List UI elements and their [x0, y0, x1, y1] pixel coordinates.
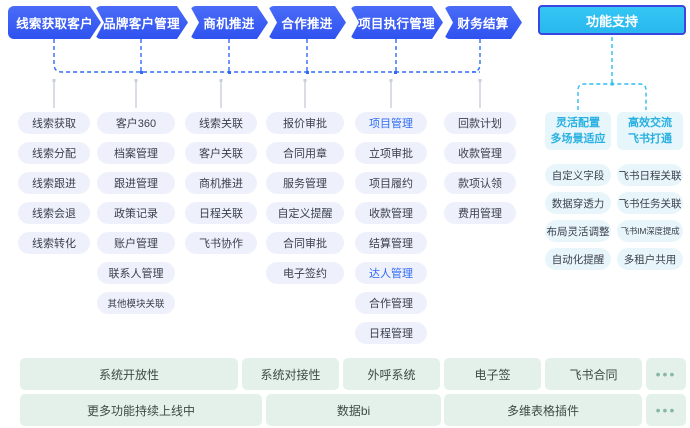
capability-box[interactable]: 系统开放性 — [20, 358, 238, 390]
capability-box[interactable]: 系统对接性 — [242, 358, 339, 390]
stage-5[interactable]: 项目执行管理 — [350, 6, 443, 39]
capability-box[interactable]: 飞书合同 — [545, 358, 642, 390]
stage-label: 合作推进 — [281, 17, 333, 31]
stage-label: 线索获取客户 — [16, 17, 93, 31]
feature-pill[interactable]: 项目履约 — [355, 172, 427, 194]
feature-pill[interactable]: 服务管理 — [266, 172, 344, 194]
support-pill[interactable]: 飞书IM深度提成 — [617, 220, 683, 242]
support-pill[interactable]: 多租户共用 — [617, 248, 683, 270]
support-pill[interactable]: 自动化提醒 — [545, 248, 611, 270]
capability-box[interactable]: 多维表格插件 — [444, 394, 642, 426]
feature-pill[interactable]: 线索跟进 — [18, 172, 90, 194]
capability-label: 系统对接性 — [260, 367, 321, 382]
feature-pill[interactable]: 线索关联 — [185, 112, 257, 134]
more-button[interactable]: ••• — [646, 358, 686, 390]
feature-pill[interactable]: 电子签约 — [266, 262, 344, 284]
more-button[interactable]: ••• — [646, 394, 686, 426]
feature-pill[interactable]: 客户360 — [97, 112, 175, 134]
feature-pill[interactable]: 费用管理 — [444, 202, 516, 224]
support-card-line2: 多场景适应 — [550, 133, 606, 145]
stage-6[interactable]: 财务结算 — [444, 6, 522, 39]
feature-pill[interactable]: 合同用章 — [266, 142, 344, 164]
stage-label: 项目执行管理 — [358, 17, 435, 31]
support-card-line1: 灵活配置 — [556, 117, 600, 129]
feature-pill[interactable]: 档案管理 — [97, 142, 175, 164]
feature-pill[interactable]: 合作管理 — [355, 292, 427, 314]
feature-pill[interactable]: 政策记录 — [97, 202, 175, 224]
feature-pill[interactable]: 款项认领 — [444, 172, 516, 194]
support-pill[interactable]: 数据穿透力 — [545, 192, 611, 214]
feature-pill[interactable]: 飞书协作 — [185, 232, 257, 254]
feature-pill[interactable]: 商机推进 — [185, 172, 257, 194]
stage-4[interactable]: 合作推进 — [268, 6, 346, 39]
capability-label: 更多功能持续上线中 — [86, 403, 195, 418]
feature-pill[interactable]: 客户关联 — [185, 142, 257, 164]
feature-pill[interactable]: 收款管理 — [355, 202, 427, 224]
feature-pill[interactable]: 合同审批 — [266, 232, 344, 254]
support-pill[interactable]: 飞书任务关联 — [617, 192, 683, 214]
capability-label: 电子签 — [474, 367, 511, 382]
feature-pill[interactable]: 其他模块关联 — [97, 292, 175, 314]
support-card[interactable]: 灵活配置多场景适应 — [545, 112, 611, 150]
stage-3[interactable]: 商机推进 — [190, 6, 268, 39]
feature-pill[interactable]: 联系人管理 — [97, 262, 175, 284]
capability-label: 多维表格插件 — [506, 403, 579, 418]
ellipsis-icon: ••• — [655, 402, 677, 418]
feature-pill[interactable]: 账户管理 — [97, 232, 175, 254]
support-card-line2: 飞书打通 — [628, 133, 672, 145]
capability-box[interactable]: 数据bi — [266, 394, 441, 426]
feature-pill[interactable]: 自定义提醒 — [266, 202, 344, 224]
support-button-label: 功能支持 — [585, 13, 638, 29]
support-pill[interactable]: 自定义字段 — [545, 164, 611, 186]
capability-label: 飞书合同 — [569, 367, 618, 382]
capability-box[interactable]: 外呼系统 — [343, 358, 440, 390]
feature-pill[interactable]: 线索获取 — [18, 112, 90, 134]
feature-pill[interactable]: 达人管理 — [355, 262, 427, 284]
ellipsis-icon: ••• — [655, 366, 677, 382]
feature-pill[interactable]: 跟进管理 — [97, 172, 175, 194]
stage-label: 财务结算 — [457, 17, 509, 31]
support-button[interactable]: 功能支持 — [538, 5, 686, 35]
stage-label: 商机推进 — [203, 17, 255, 31]
feature-pill[interactable]: 线索分配 — [18, 142, 90, 164]
feature-pill[interactable]: 收款管理 — [444, 142, 516, 164]
stage-1[interactable]: 线索获取客户 — [8, 6, 101, 39]
feature-pill[interactable]: 结算管理 — [355, 232, 427, 254]
feature-pill[interactable]: 项目管理 — [355, 112, 427, 134]
support-card-line1: 高效交流 — [628, 117, 672, 129]
feature-pill[interactable]: 线索会退 — [18, 202, 90, 224]
feature-pill[interactable]: 线索转化 — [18, 232, 90, 254]
feature-pill[interactable]: 日程关联 — [185, 202, 257, 224]
capability-label: 数据bi — [336, 403, 371, 418]
capability-label: 外呼系统 — [367, 367, 416, 382]
feature-pill[interactable]: 报价审批 — [266, 112, 344, 134]
capability-box[interactable]: 电子签 — [444, 358, 541, 390]
feature-pill[interactable]: 回款计划 — [444, 112, 516, 134]
capability-box[interactable]: 更多功能持续上线中 — [20, 394, 262, 426]
stage-label: 品牌客户管理 — [103, 17, 180, 31]
capability-label: 系统开放性 — [98, 367, 159, 382]
feature-pill[interactable]: 立项审批 — [355, 142, 427, 164]
support-pill[interactable]: 飞书日程关联 — [617, 164, 683, 186]
feature-pill[interactable]: 日程管理 — [355, 322, 427, 344]
support-card[interactable]: 高效交流飞书打通 — [617, 112, 683, 150]
stage-2[interactable]: 品牌客户管理 — [95, 6, 188, 39]
support-pill[interactable]: 布局灵活调整 — [545, 220, 611, 242]
